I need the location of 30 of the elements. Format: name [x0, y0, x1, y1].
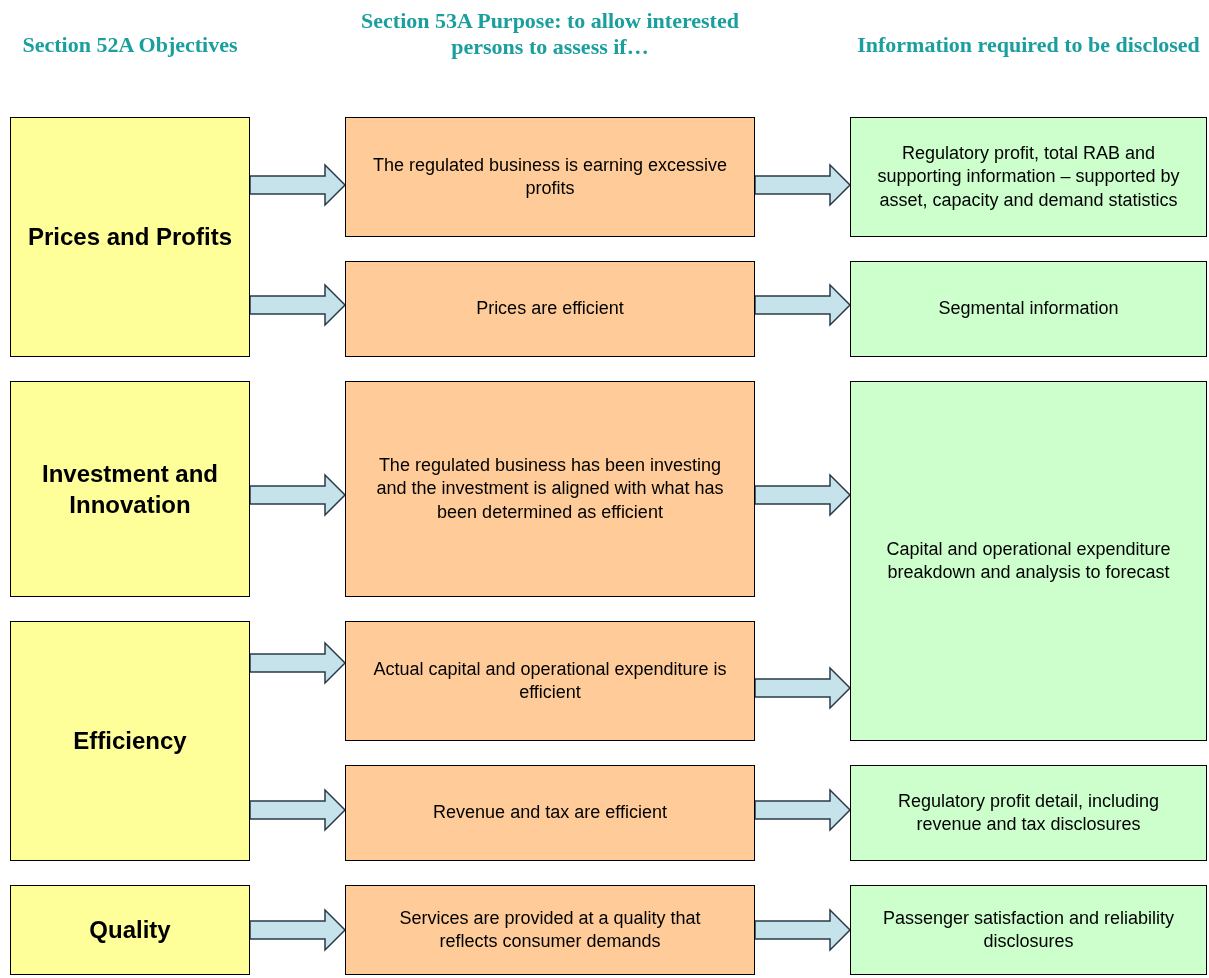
block-arrow: [249, 473, 347, 517]
column-heading: Section 53A Purpose: to allow interested persons to assess if…: [360, 8, 740, 60]
block-arrow: [249, 641, 347, 685]
disclosure-box: Segmental information: [850, 261, 1207, 357]
purpose-box: Services are provided at a quality that reflects consumer demands: [345, 885, 755, 975]
purpose-box: The regulated business has been investing and the investment is aligned with what has been determined as efficient: [345, 381, 755, 597]
purpose-box: The regulated business is earning excessive profits: [345, 117, 755, 237]
block-arrow: [754, 666, 852, 710]
block-arrow: [249, 163, 347, 207]
block-arrow: [754, 473, 852, 517]
objective-box: Efficiency: [10, 621, 250, 861]
column-heading: Section 52A Objectives: [21, 32, 239, 58]
column-heading: Information required to be disclosed: [856, 32, 1201, 58]
disclosure-box: Regulatory profit detail, including revenue and tax disclosures: [850, 765, 1207, 861]
objective-box: Investment and Innovation: [10, 381, 250, 597]
block-arrow: [754, 163, 852, 207]
disclosure-box: Passenger satisfaction and reliability disclosures: [850, 885, 1207, 975]
block-arrow: [249, 908, 347, 952]
disclosure-box: Regulatory profit, total RAB and supporting information – supported by asset, capacity and demand statistics: [850, 117, 1207, 237]
purpose-box: Prices are efficient: [345, 261, 755, 357]
objective-box: Prices and Profits: [10, 117, 250, 357]
block-arrow: [249, 788, 347, 832]
block-arrow: [754, 908, 852, 952]
objective-box: Quality: [10, 885, 250, 975]
purpose-box: Actual capital and operational expenditure is efficient: [345, 621, 755, 741]
purpose-box: Revenue and tax are efficient: [345, 765, 755, 861]
block-arrow: [249, 283, 347, 327]
block-arrow: [754, 788, 852, 832]
block-arrow: [754, 283, 852, 327]
disclosure-box: Capital and operational expenditure breakdown and analysis to forecast: [850, 381, 1207, 741]
